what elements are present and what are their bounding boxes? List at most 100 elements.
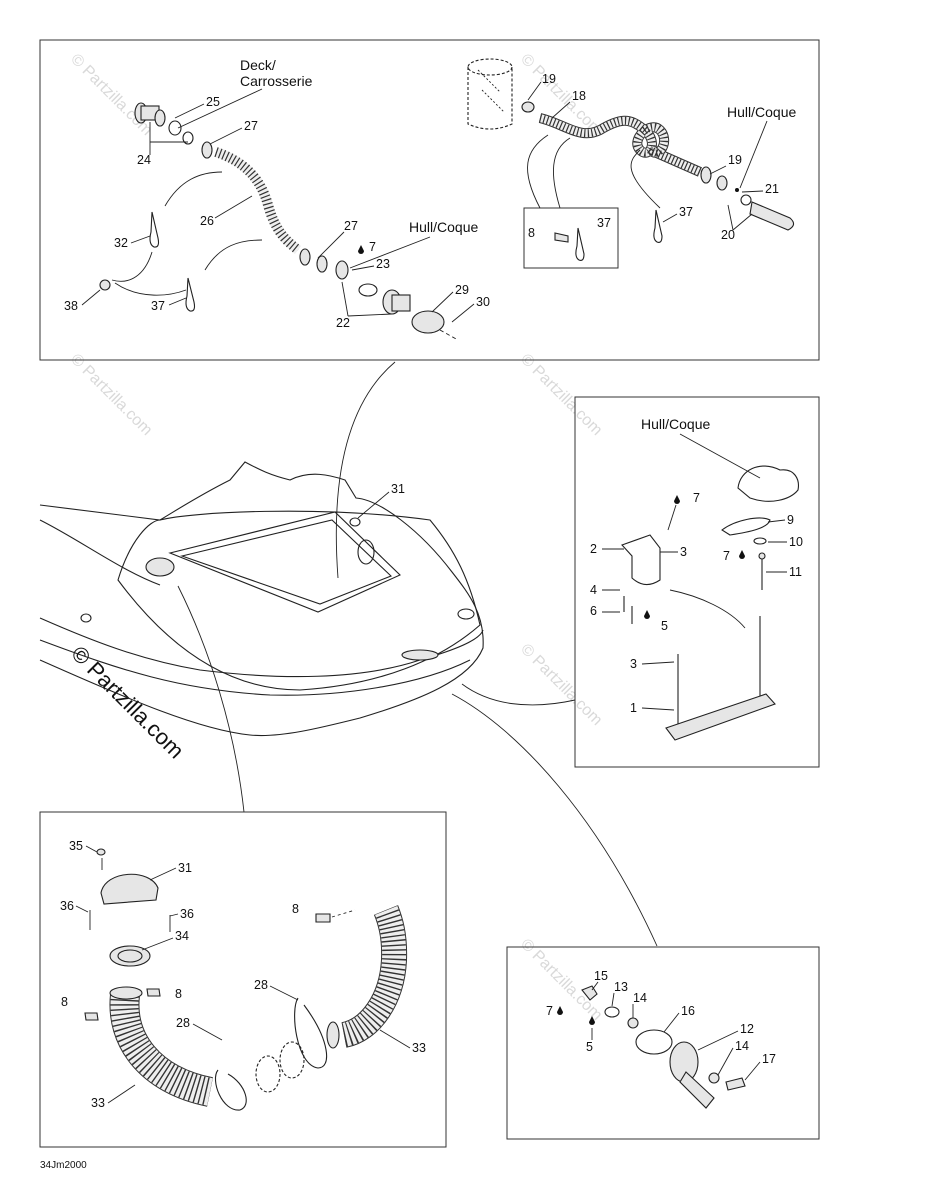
svg-text:9: 9: [787, 513, 794, 527]
push-pins-8: [84, 909, 356, 1021]
deck-label: Deck/: [240, 57, 276, 73]
cable-tie-37: [575, 227, 585, 261]
svg-text:3: 3: [630, 657, 637, 671]
callouts-top-right: 19 18 19 21 20 37 8 37: [527, 72, 779, 242]
svg-text:17: 17: [762, 1052, 776, 1066]
drawing-code: 34Jm2000: [40, 1160, 87, 1171]
intake-cover-31: [96, 848, 159, 905]
svg-text:27: 27: [244, 119, 258, 133]
svg-text:32: 32: [114, 236, 128, 250]
watercraft-hull: [39, 461, 484, 737]
arrow-right-to-boat: [461, 683, 576, 706]
svg-text:33: 33: [91, 1096, 105, 1110]
watermark-text: © Partzilla.com: [517, 351, 605, 439]
svg-text:7: 7: [546, 1004, 553, 1018]
svg-text:22: 22: [336, 316, 350, 330]
cable-tie-37b: [653, 209, 663, 243]
watermark-text: © Partzilla.com: [67, 351, 155, 439]
svg-text:8: 8: [61, 995, 68, 1009]
svg-text:30: 30: [476, 295, 490, 309]
watermark-main: © Partzilla.com: [66, 641, 189, 764]
svg-text:10: 10: [789, 535, 803, 549]
hull-coque-label-3: Hull/Coque: [641, 416, 710, 432]
svg-text:7: 7: [693, 491, 700, 505]
svg-text:37: 37: [679, 205, 693, 219]
svg-text:18: 18: [572, 89, 586, 103]
svg-text:6: 6: [590, 604, 597, 618]
svg-text:16: 16: [681, 1004, 695, 1018]
svg-text:14: 14: [735, 1039, 749, 1053]
svg-text:24: 24: [137, 153, 151, 167]
svg-text:2: 2: [590, 542, 597, 556]
inset-box: [523, 207, 619, 269]
cable-ties-28: [214, 997, 328, 1111]
svg-text:8: 8: [528, 226, 535, 240]
svg-text:35: 35: [69, 839, 83, 853]
svg-text:28: 28: [176, 1016, 190, 1030]
svg-text:5: 5: [661, 619, 668, 633]
bottom-left-panel-frame: [39, 811, 447, 1148]
vent-bottle: [467, 58, 513, 130]
svg-text:26: 26: [200, 214, 214, 228]
callouts-top-left: 25 27 24 26 32 38 37 27 7 23 22 29 30: [64, 95, 490, 330]
callouts-bottom-left: 35 31 36 36 34 8 8 33 28 28 33 8: [60, 839, 426, 1110]
svg-text:31: 31: [178, 861, 192, 875]
cable-ties: [99, 211, 196, 312]
svg-text:11: 11: [789, 565, 802, 579]
grille-34: [89, 910, 171, 967]
svg-text:14: 14: [633, 991, 647, 1005]
svg-text:4: 4: [590, 583, 597, 597]
svg-text:12: 12: [740, 1022, 754, 1036]
right-panel-frame: [574, 396, 820, 768]
arrow-boat-to-bottom-right: [451, 693, 658, 947]
push-pin-8: [554, 232, 569, 243]
svg-text:13: 13: [614, 980, 628, 994]
svg-text:37: 37: [151, 299, 165, 313]
svg-text:25: 25: [206, 95, 220, 109]
svg-text:7: 7: [369, 240, 376, 254]
svg-text:7: 7: [723, 549, 730, 563]
watermark-text: © Partzilla.com: [517, 641, 605, 729]
svg-text:33: 33: [412, 1041, 426, 1055]
hull-plate-9: [721, 465, 799, 590]
hull-coque-label-1: Hull/Coque: [409, 219, 478, 235]
arrow-boat-to-bottom-left: [177, 585, 245, 813]
vent-hose-18: [521, 101, 795, 231]
hull-fitting-lower: [299, 248, 459, 341]
svg-text:34: 34: [175, 929, 189, 943]
watermark-text: © Partzilla.com: [67, 51, 155, 139]
svg-text:21: 21: [765, 182, 779, 196]
svg-text:15: 15: [594, 969, 608, 983]
bracket-2: [621, 534, 661, 624]
callout-main-31: 31: [391, 482, 405, 496]
carrosserie-label: Carrosserie: [240, 73, 313, 89]
svg-text:38: 38: [64, 299, 78, 313]
svg-text:19: 19: [542, 72, 556, 86]
deck-fitting: [134, 102, 194, 145]
svg-text:20: 20: [721, 228, 735, 242]
svg-text:36: 36: [180, 907, 194, 921]
svg-text:8: 8: [292, 902, 299, 916]
adapter-part: [255, 1041, 305, 1093]
svg-text:3: 3: [680, 545, 687, 559]
svg-text:19: 19: [728, 153, 742, 167]
callouts-right-middle: 7 2 3 4 6 5 9 10 7 11 3 1: [590, 491, 803, 715]
svg-text:28: 28: [254, 978, 268, 992]
clamp-27-top: [201, 141, 213, 159]
svg-text:29: 29: [455, 283, 469, 297]
drain-plug-assembly: [581, 985, 746, 1109]
bottom-right-panel-frame: [506, 946, 820, 1140]
intake-grate-1: [665, 616, 776, 741]
svg-text:23: 23: [376, 257, 390, 271]
svg-text:1: 1: [630, 701, 637, 715]
hull-coque-label-2: Hull/Coque: [727, 104, 796, 120]
svg-text:27: 27: [344, 219, 358, 233]
hose-33-right: [326, 905, 408, 1049]
hose-33-left: [109, 986, 214, 1107]
arrow-top-to-boat: [335, 361, 396, 579]
vent-hose-26: [214, 147, 302, 254]
callouts-bottom-right: 15 13 14 16 12 14 17 7 5: [546, 969, 776, 1081]
svg-text:8: 8: [175, 987, 182, 1001]
top-panel-frame: [39, 39, 820, 361]
